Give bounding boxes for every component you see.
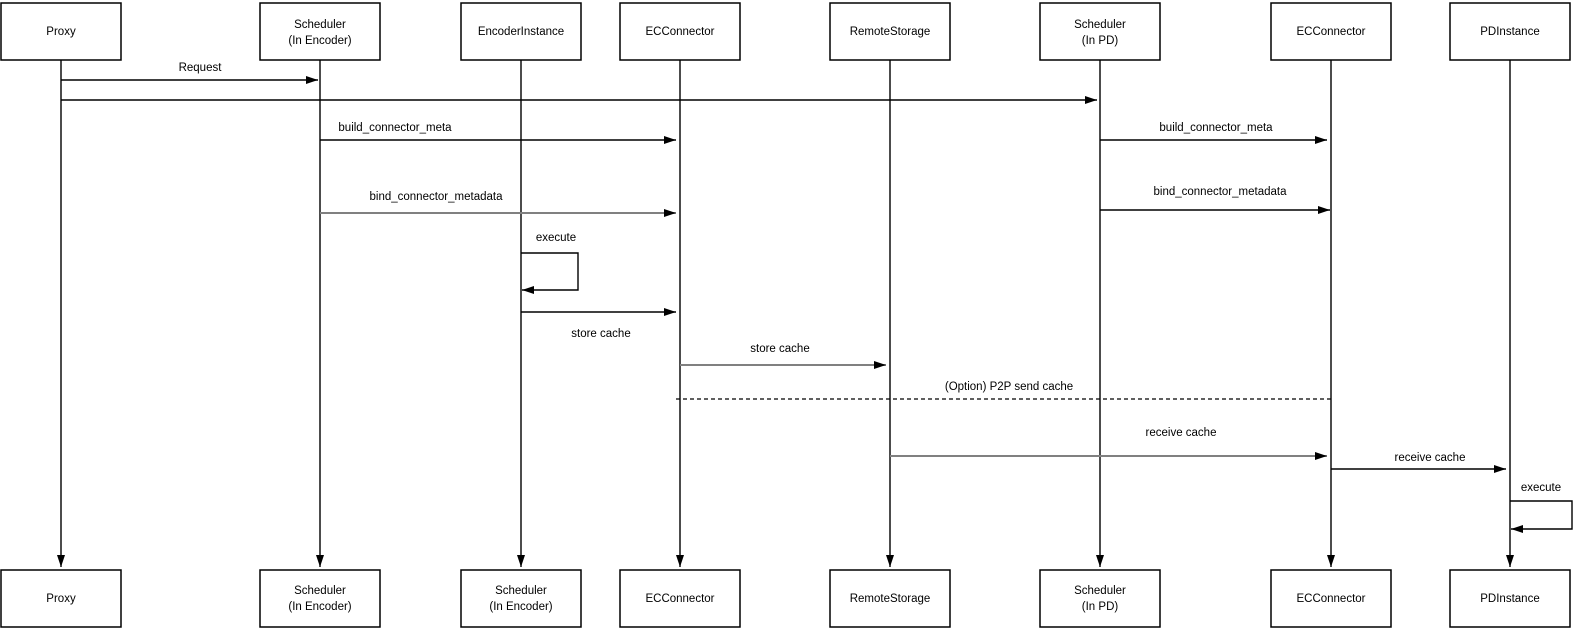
actor-box xyxy=(829,2,951,61)
actor-bottom-scheduler-pd: Scheduler (In PD) xyxy=(1039,569,1161,628)
actor-label: ECConnector xyxy=(1296,26,1365,38)
actor-label-line1: Scheduler xyxy=(294,19,346,31)
message-build-connector-meta-right-label: build_connector_meta xyxy=(1159,122,1273,134)
actor-top-pdinstance: PDInstance xyxy=(1449,2,1571,61)
actor-label: PDInstance xyxy=(1480,593,1539,605)
actor-label: RemoteStorage xyxy=(850,26,931,38)
actor-top-remote-storage: RemoteStorage xyxy=(829,2,951,61)
actor-box xyxy=(1270,2,1392,61)
message-execute-encoder-label: execute xyxy=(536,232,576,244)
actor-box xyxy=(0,2,122,61)
actor-bottom-remote-storage: RemoteStorage xyxy=(829,569,951,628)
actor-box xyxy=(829,569,951,628)
message-build-connector-meta-left-label: build_connector_meta xyxy=(338,122,452,134)
actor-label-line2: (In PD) xyxy=(1082,601,1119,613)
actor-box xyxy=(1039,569,1161,628)
actor-box xyxy=(460,2,582,61)
actor-label: PDInstance xyxy=(1480,26,1539,38)
actor-label-line2: (In Encoder) xyxy=(288,35,351,47)
actor-label: ECConnector xyxy=(645,593,714,605)
actor-top-scheduler-pd: Scheduler (In PD) xyxy=(1039,2,1161,61)
actor-bottom-ecconnector: ECConnector xyxy=(619,569,741,628)
actor-label: ECConnector xyxy=(1296,593,1365,605)
message-receive-cache-pd-label: receive cache xyxy=(1395,452,1466,464)
actor-label: Proxy xyxy=(46,26,76,38)
actor-box xyxy=(460,569,582,628)
actor-bottom-pdinstance: PDInstance xyxy=(1449,569,1571,628)
actor-box xyxy=(1449,569,1571,628)
actor-label-line1: Scheduler xyxy=(1074,19,1126,31)
actor-top-ecconnector: ECConnector xyxy=(619,2,741,61)
message-p2p-send-cache-label: (Option) P2P send cache xyxy=(945,381,1073,393)
message-execute-pd-label: execute xyxy=(1521,482,1561,494)
actor-label: Proxy xyxy=(46,593,76,605)
actor-label-line1: Scheduler xyxy=(495,585,547,597)
actor-box xyxy=(1039,2,1161,61)
actor-box xyxy=(1449,2,1571,61)
actor-bottom-ecconnector-2: ECConnector xyxy=(1270,569,1392,628)
actor-top-encoder-instance: EncoderInstance xyxy=(460,2,582,61)
actor-top-proxy: Proxy xyxy=(0,2,122,61)
actor-label: EncoderInstance xyxy=(478,26,564,38)
message-store-cache-remote-label: store cache xyxy=(750,343,809,355)
message-execute-pd-selfloop xyxy=(1510,500,1573,533)
actor-bottom-scheduler-encoder: Scheduler (In Encoder) xyxy=(259,569,381,628)
actor-bottom-scheduler-encoder-2: Scheduler (In Encoder) xyxy=(460,569,582,628)
actor-box xyxy=(259,2,381,61)
actor-bottom-proxy: Proxy xyxy=(0,569,122,628)
message-request-label: Request xyxy=(179,62,223,74)
actor-label-line2: (In PD) xyxy=(1082,35,1119,47)
message-store-cache-encoder-label: store cache xyxy=(571,328,630,340)
message-execute-encoder-selfloop xyxy=(521,252,579,294)
actor-top-scheduler-encoder: Scheduler (In Encoder) xyxy=(259,2,381,61)
actor-box xyxy=(619,569,741,628)
actor-label-line2: (In Encoder) xyxy=(489,601,552,613)
actor-label: ECConnector xyxy=(645,26,714,38)
actor-label-line2: (In Encoder) xyxy=(288,601,351,613)
actor-box xyxy=(1270,569,1392,628)
actor-box xyxy=(619,2,741,61)
message-receive-cache-ec-label: receive cache xyxy=(1146,427,1217,439)
actor-label: RemoteStorage xyxy=(850,593,931,605)
message-bind-connector-metadata-left-label: bind_connector_metadata xyxy=(370,191,504,203)
actor-top-ecconnector-2: ECConnector xyxy=(1270,2,1392,61)
actor-box xyxy=(259,569,381,628)
message-bind-connector-metadata-right-label: bind_connector_metadata xyxy=(1154,186,1288,198)
actor-label-line1: Scheduler xyxy=(294,585,346,597)
actor-box xyxy=(0,569,122,628)
actor-label-line1: Scheduler xyxy=(1074,585,1126,597)
